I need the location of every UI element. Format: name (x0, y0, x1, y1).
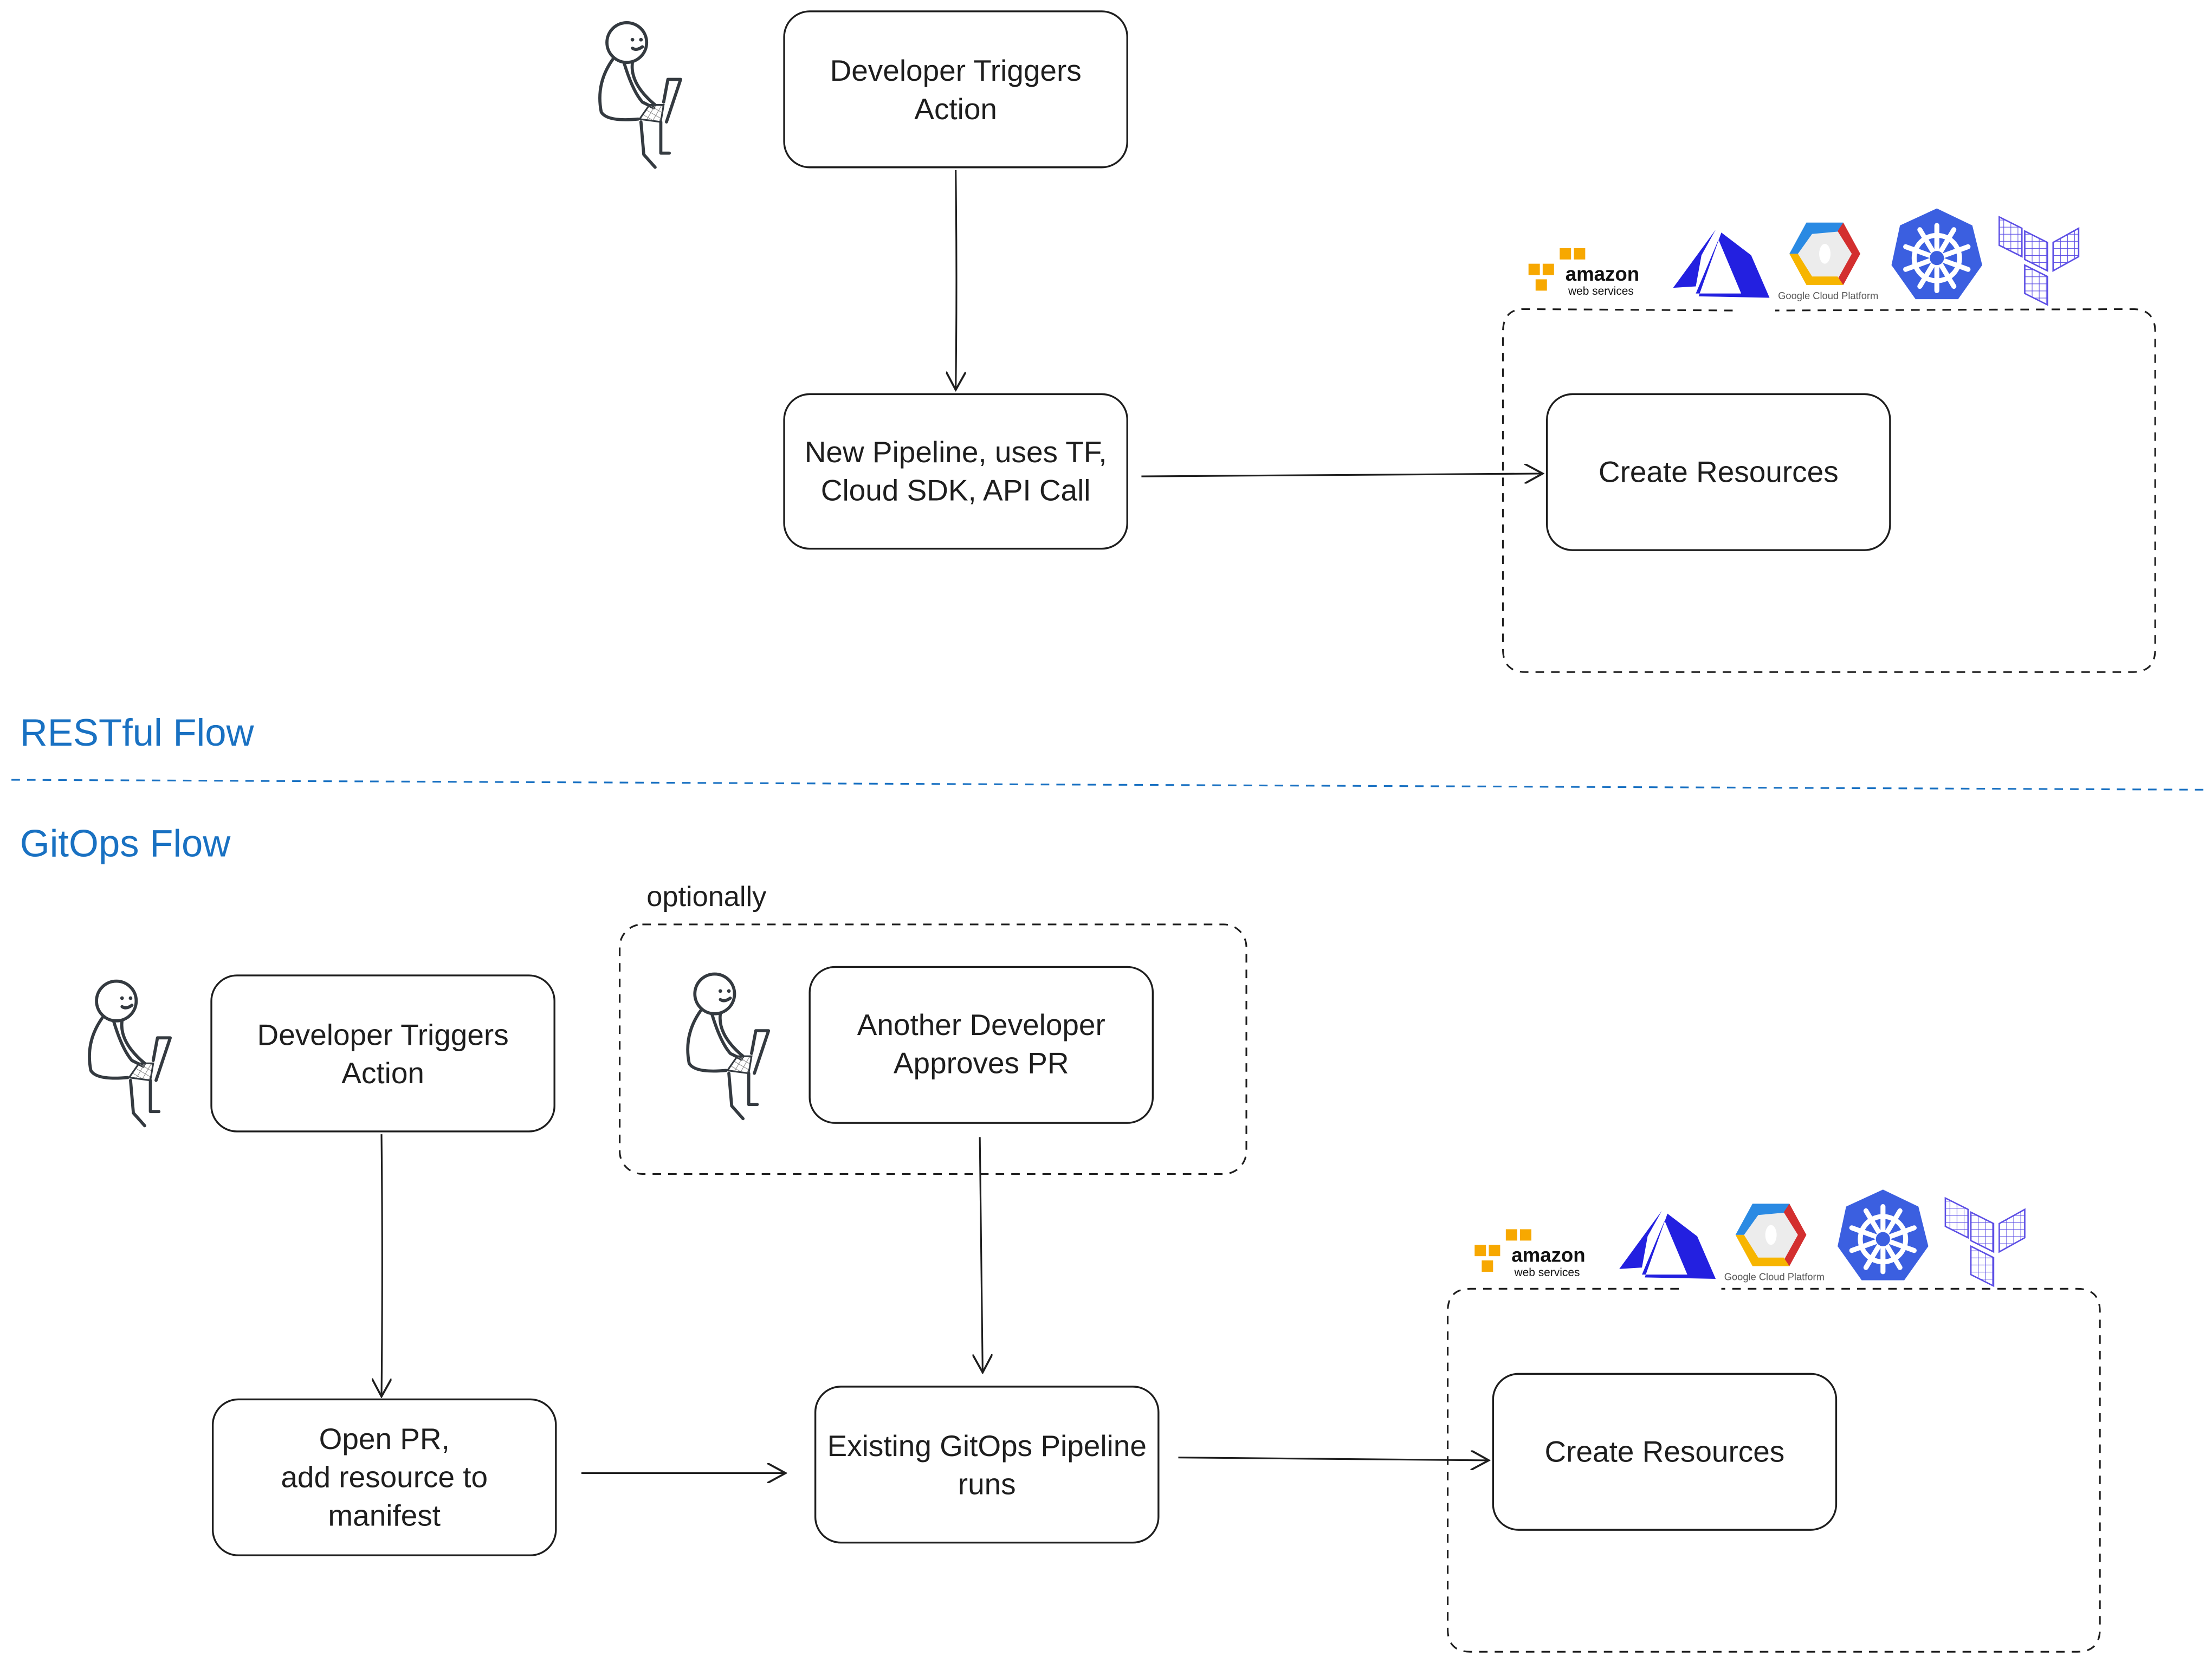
arrow-pipeline-to-resources (1141, 474, 1542, 476)
terraform-logo (1944, 1196, 2026, 1288)
optional-approval-container (618, 923, 1247, 1175)
developer-figure (600, 23, 681, 167)
node-label: Approves PR (894, 1046, 1069, 1080)
restful-create-resources-node[interactable]: Create Resources (1546, 393, 1891, 551)
gitops-flow-heading: GitOps Flow (20, 821, 231, 864)
aws-logo: amazon web services (1528, 248, 1639, 297)
gitops-trigger-node[interactable]: Developer Triggers Action (210, 974, 555, 1133)
node-label: manifest (328, 1498, 441, 1532)
reviewer-figure (688, 974, 768, 1118)
aws-logo-text: amazon (1511, 1244, 1585, 1266)
restful-pipeline-node[interactable]: New Pipeline, uses TF, Cloud SDK, API Ca… (783, 393, 1128, 550)
cloud-provider-logos: amazon web services Google Cloud Platfor… (1528, 208, 2080, 306)
gitops-pipeline-node[interactable]: Existing GitOps Pipeline runs (814, 1386, 1160, 1544)
gitops-approve-node[interactable]: Another Developer Approves PR (809, 966, 1154, 1124)
aws-logo-text: amazon (1566, 263, 1639, 285)
arrow-approve-to-pipeline (980, 1137, 982, 1372)
section-divider (11, 779, 2205, 791)
azure-logo (1673, 229, 1770, 298)
node-label: Developer Triggers (830, 54, 1082, 87)
gcp-logo-text: Google Cloud Platform (1724, 1271, 1825, 1283)
node-label: runs (958, 1467, 1016, 1501)
kubernetes-logo (1891, 208, 1982, 300)
aws-logo-subtext: web services (1568, 285, 1634, 297)
node-label: Open PR, (319, 1422, 450, 1456)
developer-figure (89, 981, 170, 1126)
gcp-logo: Google Cloud Platform (1778, 222, 1878, 301)
node-label: Action (341, 1056, 424, 1090)
aws-logo: amazon web services (1474, 1229, 1586, 1279)
gcp-logo-text: Google Cloud Platform (1778, 290, 1878, 301)
node-label: New Pipeline, uses TF, (805, 435, 1107, 469)
gitops-open-pr-node[interactable]: Open PR, add resource to manifest (211, 1398, 557, 1556)
arrow-trigger-to-open-pr (381, 1134, 382, 1396)
gitops-create-resources-node[interactable]: Create Resources (1492, 1373, 1838, 1531)
node-label: Action (914, 92, 997, 126)
optionally-label: optionally (646, 881, 767, 913)
gcp-logo: Google Cloud Platform (1724, 1204, 1825, 1283)
cloud-provider-logos: amazon web services Google Cloud Platfor… (1474, 1189, 2026, 1288)
aws-logo-subtext: web services (1514, 1266, 1580, 1279)
node-label: Another Developer (857, 1008, 1105, 1042)
node-label: Existing GitOps Pipeline (827, 1429, 1147, 1463)
azure-logo (1619, 1211, 1716, 1279)
node-label: Cloud SDK, API Call (821, 474, 1091, 507)
node-label: add resource to (281, 1460, 488, 1494)
node-label: Create Resources (1599, 455, 1839, 489)
kubernetes-logo (1838, 1189, 1929, 1280)
restful-trigger-node[interactable]: Developer Triggers Action (783, 10, 1128, 169)
node-label: Create Resources (1545, 1435, 1785, 1469)
node-label: Developer Triggers (257, 1018, 509, 1051)
restful-flow-heading: RESTful Flow (20, 711, 255, 754)
arrow-pipeline-to-resources (1178, 1458, 1489, 1460)
terraform-logo (1998, 216, 2080, 306)
